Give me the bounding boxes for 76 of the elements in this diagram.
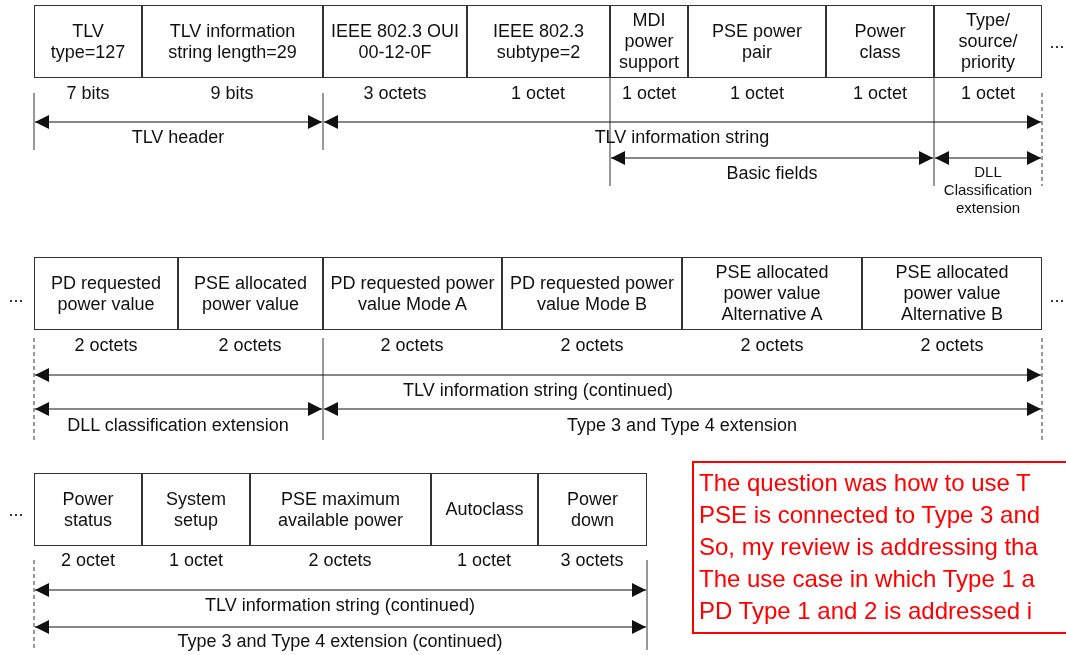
comment-text: The question was how to use T: [699, 468, 1032, 498]
field-cell: [178, 257, 323, 330]
field-cell: [34, 5, 142, 78]
field-name: Power down: [566, 488, 619, 531]
field-cell: [502, 257, 682, 330]
field-cell: [688, 5, 826, 78]
field-name: TLV information string length=29: [167, 20, 298, 63]
size-label: 1 octet: [622, 82, 676, 104]
size-label: 1 octet: [169, 549, 223, 571]
span-label: TLV information string: [594, 126, 770, 148]
field-cell: [34, 473, 142, 546]
field-cell: [467, 5, 610, 78]
field-cell: [250, 473, 431, 546]
field-name: Autoclass: [444, 499, 525, 520]
size-label: 2 octets: [920, 334, 984, 356]
field-name: Type/ source/ priority: [957, 10, 1019, 73]
span-label: TLV information string (continued): [403, 379, 673, 401]
field-cell: [934, 5, 1042, 78]
field-cell: [682, 257, 862, 330]
size-label: 1 octet: [853, 82, 907, 104]
size-label: 3 octets: [363, 82, 427, 104]
size-label: 7 bits: [66, 82, 110, 104]
field-cell: [431, 473, 538, 546]
size-label: 1 octet: [961, 82, 1015, 104]
comment-text: The use case in which Type 1 a: [699, 564, 1036, 594]
field-cell: [142, 5, 323, 78]
field-name: PSE maximum available power: [276, 488, 405, 531]
field-name: MDI power support: [617, 10, 680, 73]
size-label: 2 octets: [74, 334, 138, 356]
continuation-mark: ...: [8, 285, 24, 307]
field-cell: [538, 473, 647, 546]
span-label: DLL classification extension: [67, 414, 289, 436]
field-cell: [610, 5, 688, 78]
span-label: TLV information string (continued): [205, 594, 475, 616]
field-cell: [142, 473, 250, 546]
span-label: TLV header: [131, 126, 225, 148]
size-label: 2 octets: [740, 334, 804, 356]
comment-text: PSE is connected to Type 3 and: [699, 500, 1042, 530]
span-label: Basic fields: [726, 162, 818, 184]
size-label: 2 octets: [560, 334, 624, 356]
field-name: PD requested power value Mode A: [329, 272, 496, 315]
continuation-mark: ...: [8, 499, 24, 521]
field-name: Power class: [853, 20, 907, 63]
span-label: Type 3 and Type 4 extension: [567, 414, 797, 436]
size-label: 2 octets: [308, 549, 372, 571]
size-label: 1 octet: [511, 82, 565, 104]
field-cell: [323, 257, 502, 330]
field-cell: [323, 5, 467, 78]
field-name: PSE allocated power value Alternative B: [894, 262, 1010, 325]
field-name: PSE allocated power value: [192, 272, 309, 315]
size-label: 1 octet: [457, 549, 511, 571]
size-label: 2 octets: [218, 334, 282, 356]
size-label: 2 octet: [61, 549, 115, 571]
field-cell: [826, 5, 934, 78]
field-name: IEEE 802.3 OUI 00-12-0F: [329, 20, 461, 63]
field-name: IEEE 802.3 subtype=2: [491, 20, 586, 63]
size-label: 2 octets: [380, 334, 444, 356]
span-label: Type 3 and Type 4 extension (continued): [177, 630, 503, 652]
field-cell: [34, 257, 178, 330]
field-name: PD requested power value Mode B: [508, 272, 676, 315]
field-cell: [862, 257, 1042, 330]
field-name: PD requested power value: [49, 272, 163, 315]
field-name: PSE power pair: [710, 20, 803, 63]
size-label: 3 octets: [560, 549, 624, 571]
continuation-mark: ...: [1049, 285, 1065, 307]
size-label: 1 octet: [730, 82, 784, 104]
field-name: Power status: [61, 488, 115, 531]
comment-box: [692, 461, 1066, 634]
continuation-mark: ...: [1049, 31, 1065, 53]
comment-text: PD Type 1 and 2 is addressed i: [699, 596, 1034, 626]
field-name: System setup: [165, 488, 227, 531]
field-name: PSE allocated power value Alternative A: [714, 262, 830, 325]
size-label: 9 bits: [210, 82, 254, 104]
field-name: TLV type=127: [49, 20, 127, 63]
span-label: DLL Classification extension: [942, 163, 1034, 217]
comment-text: So, my review is addressing tha: [699, 532, 1039, 562]
